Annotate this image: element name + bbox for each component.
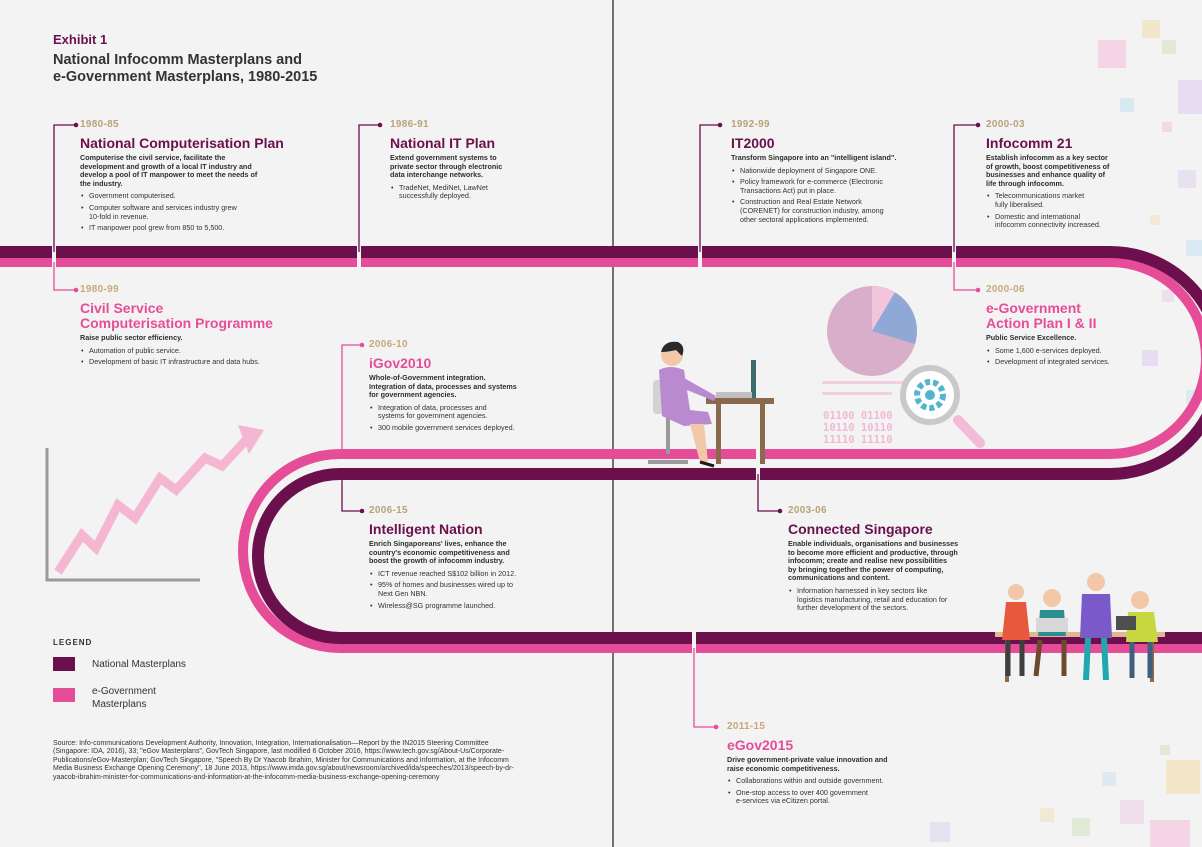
milestone-bullet: ICT revenue reached S$102 billion in 201… [369,569,569,579]
milestone-desc: Public Service Excellence. [986,333,1077,342]
milestone-ncp: 1980-85 National Computerisation Plan Co… [80,118,350,236]
milestone-title: Intelligent Nation [369,521,483,537]
binary-text-line: 01100 01100 [823,410,893,422]
milestone-bullet: 300 mobile government services deployed. [369,423,569,433]
milestone-years: 2000-03 [986,119,1025,130]
milestone-bullet: Automation of public service. [80,346,340,356]
source-note: Source: Info-communications Development … [53,740,514,781]
milestone-nitp: 1986-91 National IT Plan Extend governme… [390,118,590,204]
milestone-bullet: Integration of data, processes and syste… [369,403,569,421]
legend-label-egov: e-Government Masterplans [92,686,156,710]
milestone-years: 1980-99 [80,284,119,295]
milestone-desc: Enable individuals, organisations and bu… [788,539,959,583]
milestone-years: 1980-85 [80,119,119,130]
woman-at-computer-icon [648,341,774,468]
milestone-desc: Drive government-private value innovatio… [727,755,888,773]
milestone-cs: 2003-06 Connected Singapore Enable indiv… [788,504,1028,616]
milestone-title: Civil Service Computerisation Programme [80,300,273,331]
milestone-bullet: TradeNet, MediNet, LawNet successfully d… [390,183,590,201]
page-title: National Infocomm Masterplans and e-Gove… [53,52,318,85]
legend-swatch-egov [53,688,75,702]
egov-track [0,257,1202,653]
milestone-desc: Establish infocomm as a key sector of gr… [986,153,1110,188]
milestone-bullet: Construction and Real Estate Network (CO… [731,198,946,224]
legend-label-national: National Masterplans [92,659,186,670]
milestone-igov: 2006-10 iGov2010 Whole-of-Government int… [369,338,569,436]
milestone-title: IT2000 [731,135,775,151]
milestone-bullet: Some 1,600 e-services deployed. [986,346,1151,356]
milestone-years: 2003-06 [788,505,827,516]
binary-panel: 01100 01100 10110 10110 11110 11110 [822,381,912,446]
milestone-egap: 2000-06 e-Government Action Plan I & II … [986,283,1151,370]
milestone-years: 1986-91 [390,119,429,130]
milestone-bullet: Government computerised. [80,192,350,201]
milestone-years: 2006-15 [369,505,408,516]
milestone-bullet: One-stop access to over 400 government e… [727,788,947,806]
milestone-desc: Extend government systems to private sec… [390,153,503,180]
milestone-bullet: Telecommunications market fully liberali… [986,192,1156,209]
legend-swatch-national [53,657,75,671]
milestone-cscp: 1980-99 Civil Service Computerisation Pr… [80,283,340,370]
milestone-years: 2000-06 [986,284,1025,295]
milestone-title: National Computerisation Plan [80,135,284,151]
milestone-title: eGov2015 [727,737,794,753]
national-track [0,246,1202,644]
milestone-desc: Whole-of-Government integration. Integra… [369,373,517,400]
milestone-title: Infocomm 21 [986,135,1073,151]
milestone-egov2015: 2011-15 eGov2015 Drive government-privat… [727,720,947,809]
milestone-desc: Enrich Singaporeans' lives, enhance the … [369,539,510,566]
pie-chart-icon [827,285,917,376]
milestone-years: 1992-99 [731,119,770,130]
binary-text-line: 10110 10110 [823,422,893,434]
milestone-desc: Transform Singapore into an "intelligent… [731,153,897,162]
milestone-years: 2006-10 [369,339,408,350]
milestone-bullet: Wireless@SG programme launched. [369,601,569,611]
milestone-bullet: Policy framework for e-commerce (Electro… [731,177,946,195]
milestone-bullet: IT manpower pool grew from 850 to 5,500. [80,224,350,233]
milestone-in2015: 2006-15 Intelligent Nation Enrich Singap… [369,504,569,613]
milestone-it2000: 1992-99 IT2000 Transform Singapore into … [731,118,946,227]
exhibit-label: Exhibit 1 [53,32,108,47]
milestone-title: e-Government Action Plan I & II [986,300,1097,331]
milestone-bullet: Domestic and international infocomm conn… [986,212,1156,230]
milestone-bullet: Nationwide deployment of Singapore ONE. [731,166,946,176]
binary-text-line: 11110 11110 [823,434,893,446]
milestone-ic21: 2000-03 Infocomm 21 Establish infocomm a… [986,118,1156,233]
legend-title: LEGEND [53,638,93,647]
milestone-bullet: Computer software and services industry … [80,203,350,221]
milestone-bullet: Development of basic IT infrastructure a… [80,358,340,367]
decorative-squares [930,20,1202,847]
magnifier-gear-icon [900,365,985,448]
milestone-years: 2011-15 [727,721,766,732]
milestone-title: iGov2010 [369,355,432,371]
milestone-bullet: Collaborations within and outside govern… [727,777,947,786]
milestone-bullet: 95% of homes and businesses wired up to … [369,581,569,598]
milestone-connectors [53,124,978,728]
milestone-desc: Raise public sector efficiency. [80,333,183,342]
milestone-desc: Computerise the civil service, facilitat… [80,153,258,188]
milestone-bullet: Development of integrated services. [986,358,1151,367]
milestone-title: National IT Plan [390,135,496,151]
milestone-bullet: Information harnessed in key sectors lik… [788,586,1028,613]
milestone-title: Connected Singapore [788,521,933,537]
rising-line-chart-icon [45,425,264,582]
